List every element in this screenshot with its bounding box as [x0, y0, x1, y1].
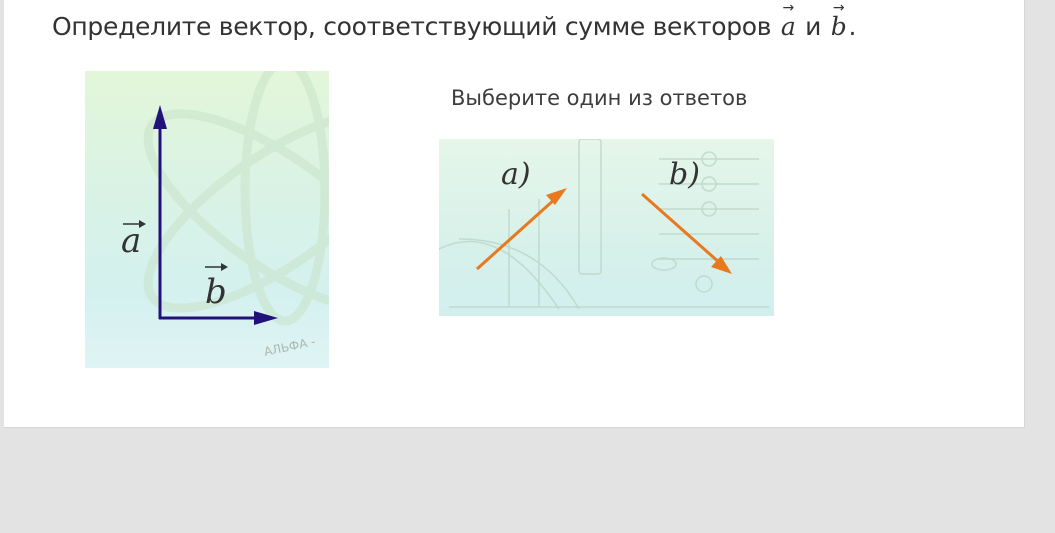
question-prefix: Определите вектор, соответствующий сумме… — [52, 12, 772, 41]
vectors-figure: a b АЛЬФА - — [85, 71, 329, 368]
option-a-arrowhead — [546, 188, 567, 205]
vector-b-label-arrow — [221, 263, 228, 271]
vector-b-arrowhead — [254, 311, 278, 325]
vector-a-symbol: →a — [780, 0, 796, 41]
option-a-arrow-line — [475, 197, 557, 271]
question-card: Определите вектор, соответствующий сумме… — [4, 0, 1025, 428]
answer-options-diagram: a) b) — [439, 139, 769, 310]
option-b-arrowhead — [711, 256, 732, 274]
vector-arrow-icon: → — [782, 0, 794, 16]
vector-b-label: b — [205, 272, 227, 312]
option-b-label: b) — [669, 157, 700, 192]
circuit-background — [439, 139, 769, 310]
answer-prompt: Выберите один из ответов — [451, 86, 748, 110]
question-conjunction: и — [805, 12, 822, 41]
question-period: . — [848, 12, 857, 41]
vector-arrow-icon: → — [832, 0, 845, 16]
watermark-text: АЛЬФА - — [263, 334, 317, 359]
atom-background — [143, 71, 329, 326]
option-b-arrow-line — [641, 192, 722, 266]
question-text: Определите вектор, соответствующий сумме… — [52, 0, 857, 41]
answer-options-figure: a) b) — [439, 139, 774, 316]
vector-a-label-arrow — [139, 220, 146, 228]
vector-b-symbol: →b — [830, 0, 847, 41]
vector-a-label: a — [121, 221, 141, 261]
option-a-label: a) — [501, 157, 531, 192]
vectors-diagram: a b АЛЬФА - — [121, 71, 329, 359]
vector-a-arrowhead — [153, 105, 167, 129]
